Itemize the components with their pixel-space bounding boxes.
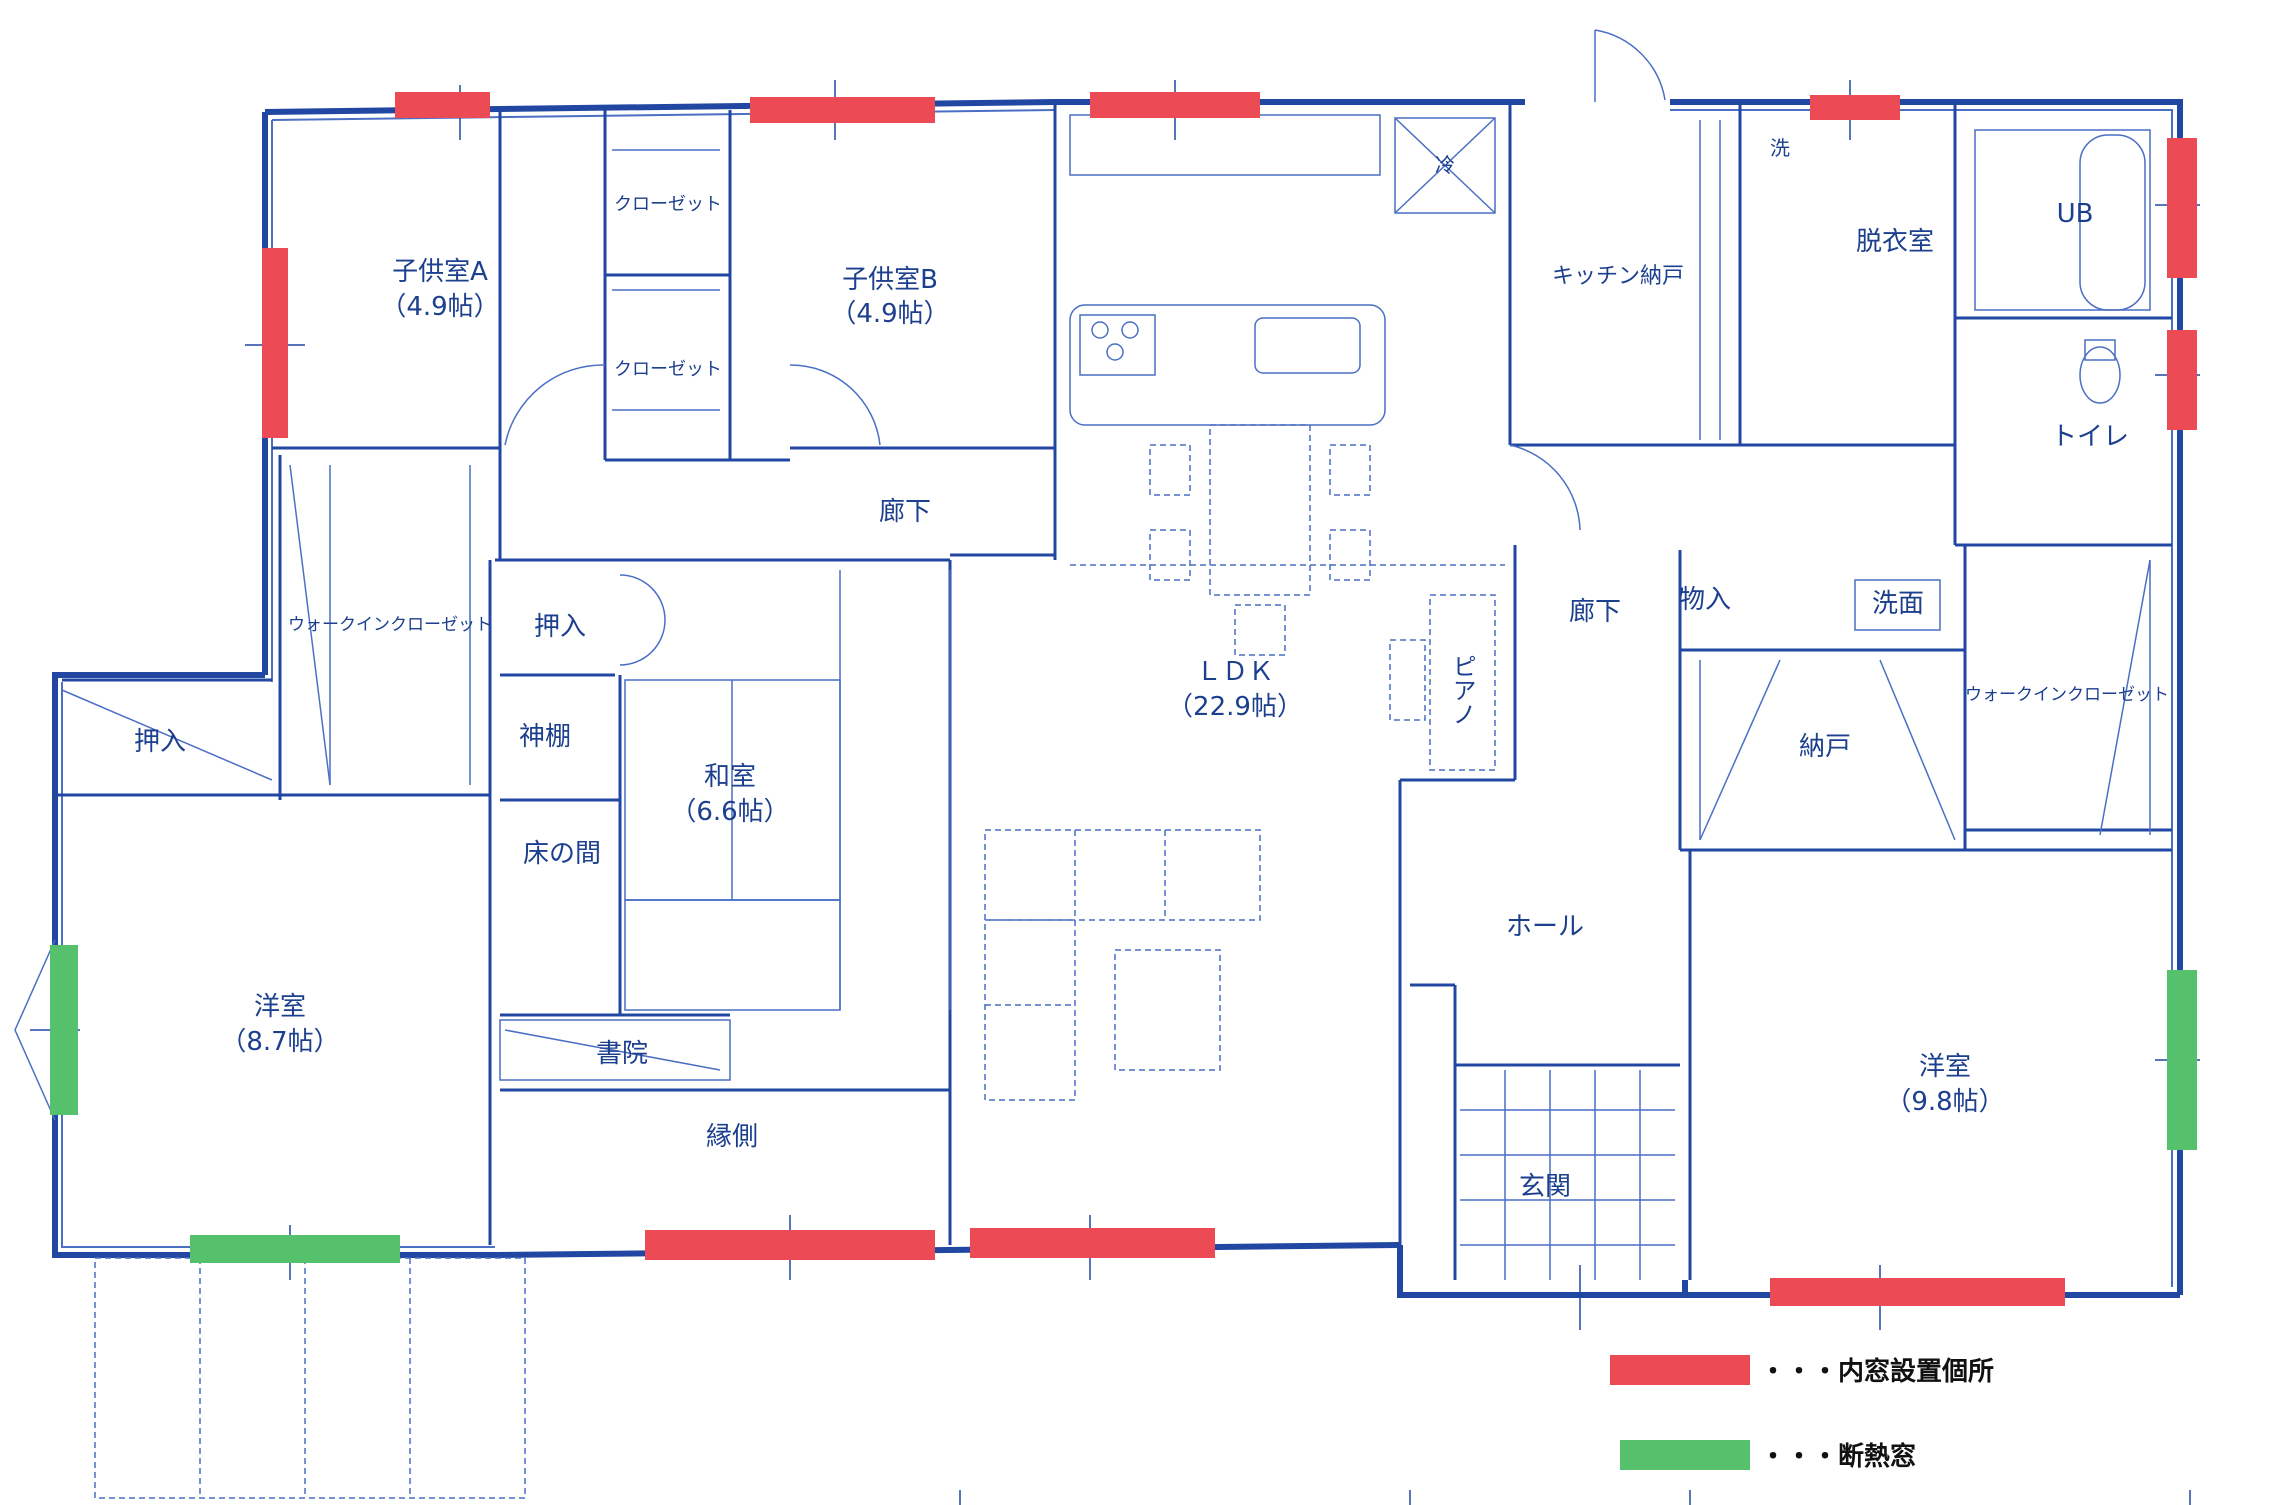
genkan-label: 玄関: [1519, 1172, 1571, 1202]
washitsu-label: 和室: [704, 762, 756, 792]
tokonoma-label: 床の間: [523, 839, 601, 869]
washitsu-size: （6.6帖）: [670, 797, 789, 827]
washbasin-label: 洗面: [1872, 589, 1924, 619]
hallway-2-label: 廊下: [1569, 597, 1621, 627]
inner-window-kids-b-top: [750, 97, 935, 123]
kids-room-a-size: （4.9帖）: [380, 292, 499, 322]
inner-window-engawa-bottom: [645, 1230, 935, 1260]
legend-inner-window-swatch: [1610, 1355, 1750, 1385]
nando-label: 納戸: [1799, 732, 1851, 762]
inner-window-ldk-bottom: [970, 1228, 1215, 1258]
western-left-label: 洋室: [254, 992, 306, 1022]
ldk-size: （22.9帖）: [1167, 692, 1303, 722]
piano-label: ピアノ: [1448, 654, 1476, 726]
insulated-window-western-right-side: [2167, 970, 2197, 1150]
hallway-1-label: 廊下: [879, 497, 931, 527]
inner-window-toilet-right: [2167, 330, 2197, 430]
door-arcs: [504, 29, 1666, 666]
toilet-label: トイレ: [2051, 422, 2129, 452]
kids-room-a-label: 子供室A: [392, 257, 488, 287]
insulated-window-western-left-side: [50, 945, 78, 1115]
kitchen-pantry-label: キッチン納戸: [1552, 264, 1684, 289]
inner-window-western-right-bottom: [1770, 1278, 2065, 1306]
dressing-room-label: 脱衣室: [1856, 227, 1934, 257]
closet-1-label: クローゼット: [614, 194, 722, 215]
shoin-label: 書院: [596, 1039, 648, 1069]
oshiire-1-label: 押入: [534, 612, 586, 642]
wic-2-label: ウォークインクローゼット: [1965, 685, 2169, 705]
insulated-window-western-left-bottom: [190, 1235, 400, 1263]
western-right-label: 洋室: [1919, 1052, 1971, 1082]
storage-label: 物入: [1679, 585, 1731, 615]
western-left-size: （8.7帖）: [220, 1027, 339, 1057]
inner-window-ub-right: [2167, 138, 2197, 278]
legend: ・・・内窓設置個所 ・・・断熱窓: [1610, 1355, 1994, 1472]
legend-inner-window-label: ・・・内窓設置個所: [1760, 1356, 1994, 1387]
inner-window-markers: [262, 92, 2197, 1306]
wash-mark: 洗: [1770, 136, 1790, 160]
inner-window-kitchen-top: [1090, 92, 1260, 118]
western-right-size: （9.8帖）: [1885, 1087, 2004, 1117]
insulated-window-markers: [50, 945, 2197, 1263]
ub-label: UB: [2057, 199, 2094, 229]
inner-window-kids-a-top: [395, 92, 490, 118]
inner-window-kids-a-left: [262, 248, 288, 438]
hall-label: ホール: [1506, 912, 1584, 942]
engawa-label: 縁側: [706, 1122, 758, 1152]
kids-room-b-size: （4.9帖）: [830, 299, 949, 329]
kamidana-label: 神棚: [519, 722, 571, 752]
legend-insulated-window-swatch: [1620, 1440, 1750, 1470]
fridge-mark: 冷: [1435, 153, 1455, 177]
inner-window-dressing-top: [1810, 95, 1900, 120]
outer-walls: [52, 99, 2183, 1298]
legend-insulated-window-label: ・・・断熱窓: [1760, 1441, 1916, 1472]
wic-1-label: ウォークインクローゼット: [288, 615, 492, 635]
interior-walls: [55, 102, 2172, 1280]
kids-room-b-label: 子供室B: [842, 265, 938, 295]
oshiire-2-label: 押入: [134, 727, 186, 757]
ldk-label: ＬＤＫ: [1196, 657, 1274, 687]
outer-wall-inner-lines: [61, 109, 2173, 1287]
closet-2-label: クローゼット: [614, 359, 722, 380]
